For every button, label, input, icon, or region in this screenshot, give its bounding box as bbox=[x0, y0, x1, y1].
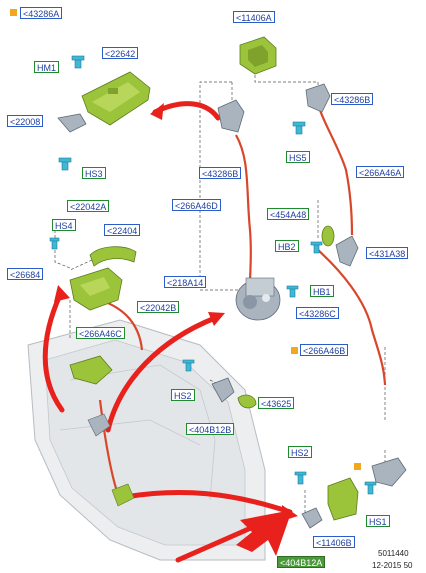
label-HM1: HM1 bbox=[34, 61, 60, 73]
diagram-code: 5011440 bbox=[378, 549, 409, 558]
label-218A14: <218A14 bbox=[164, 276, 207, 288]
part-22008 bbox=[57, 113, 87, 133]
part-454A48 bbox=[321, 225, 335, 247]
part-43625 bbox=[237, 394, 257, 409]
label-HS4: HS4 bbox=[52, 219, 76, 231]
part-door-inner-handle bbox=[69, 355, 135, 507]
label-404B12A: <404B12A bbox=[277, 556, 326, 568]
label-22042A: <22042A bbox=[67, 200, 110, 212]
label-11406A: <11406A bbox=[233, 11, 275, 23]
label-HB1: HB1 bbox=[310, 285, 334, 297]
label-454A48: <454A48 bbox=[267, 208, 310, 220]
arrow-bottom bbox=[122, 489, 293, 515]
part-22642 bbox=[81, 71, 151, 126]
arrow-heads bbox=[54, 103, 298, 556]
screw-icon bbox=[310, 241, 323, 254]
door-panel bbox=[27, 319, 266, 561]
part-22404-handle bbox=[89, 246, 137, 267]
screw-icon bbox=[292, 121, 306, 135]
label-HS2-mid: HS2 bbox=[171, 389, 195, 401]
cable-266A46A bbox=[318, 109, 354, 236]
label-26684: <26684 bbox=[7, 268, 44, 280]
label-HB2: HB2 bbox=[275, 240, 299, 252]
part-door-latch-43286C bbox=[235, 277, 281, 321]
arrow-mid bbox=[105, 315, 218, 433]
arrow-top bbox=[152, 101, 221, 121]
label-HS5: HS5 bbox=[286, 151, 310, 163]
label-266A46A: <266A46A bbox=[356, 166, 405, 178]
label-43286B-mid: <43286B bbox=[199, 167, 242, 179]
part-11406B bbox=[327, 477, 359, 521]
label-HS2-bottom: HS2 bbox=[288, 446, 312, 458]
label-43286B-upper: <43286B bbox=[331, 93, 374, 105]
part-43286B-upper bbox=[305, 83, 331, 113]
part-43286B-mid bbox=[217, 99, 245, 133]
screw-icon bbox=[58, 157, 72, 171]
part-11406A bbox=[239, 36, 277, 75]
parts bbox=[57, 36, 407, 529]
arrow-left bbox=[42, 292, 65, 413]
part-431A38 bbox=[335, 235, 359, 267]
label-43286C: <43286C bbox=[296, 307, 339, 319]
label-HS1: HS1 bbox=[366, 515, 390, 527]
orange-marker-icon bbox=[354, 463, 361, 470]
big-pointer-arrow bbox=[236, 510, 292, 556]
label-43286A: <43286A bbox=[20, 7, 63, 19]
arrow-pointer-line bbox=[175, 521, 263, 563]
label-11406B: <11406B bbox=[313, 536, 355, 548]
label-22404: <22404 bbox=[104, 224, 141, 236]
cable-266A46B bbox=[317, 249, 387, 386]
label-22642: <22642 bbox=[102, 47, 139, 59]
part-26684-bracket bbox=[69, 267, 123, 311]
label-22042B: <22042B bbox=[137, 301, 180, 313]
screw-icon bbox=[286, 285, 299, 298]
label-HS3: HS3 bbox=[82, 167, 106, 179]
screw-icon bbox=[182, 359, 195, 372]
label-266A46B: <266A46B bbox=[300, 344, 349, 356]
label-404B12B: <404B12B bbox=[186, 423, 235, 435]
orange-marker-icon bbox=[291, 347, 298, 354]
cable-266A46D bbox=[235, 134, 252, 286]
orange-marker-icon bbox=[10, 9, 17, 16]
diagram-date: 12-2015 50 bbox=[372, 561, 413, 570]
label-266A46C: <266A46C bbox=[76, 327, 125, 339]
label-43625: <43625 bbox=[258, 397, 295, 409]
screw-icon bbox=[71, 55, 85, 69]
part-lower-right-hinge bbox=[371, 457, 407, 487]
fasteners bbox=[49, 55, 377, 495]
label-431A38: <431A38 bbox=[366, 247, 409, 259]
screw-icon bbox=[49, 237, 60, 250]
screw-icon bbox=[294, 471, 307, 485]
screw-icon bbox=[364, 481, 377, 495]
part-404B12A bbox=[301, 507, 323, 529]
red-arrows bbox=[42, 101, 293, 563]
part-404B12B bbox=[211, 377, 235, 403]
label-266A46D: <266A46D bbox=[172, 199, 221, 211]
label-22008: <22008 bbox=[7, 115, 44, 127]
